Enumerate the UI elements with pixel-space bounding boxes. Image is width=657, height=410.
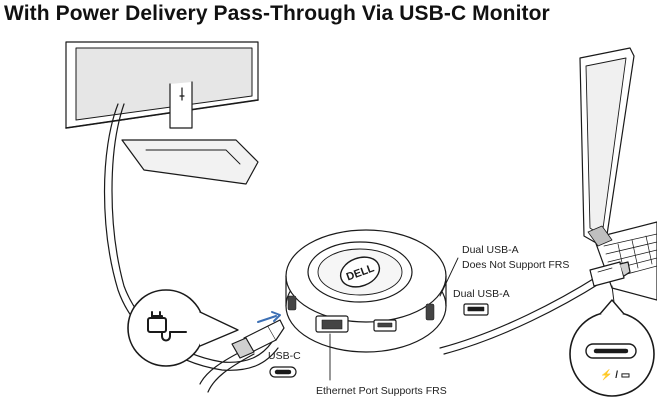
laptop-usb-c-plug <box>589 261 631 287</box>
usb-c-label: USB-C <box>268 350 301 362</box>
laptop-icon <box>579 47 657 301</box>
dual-usb-a-top-label: Dual USB-A Does Not Support FRS <box>462 243 569 273</box>
dual-usb-a-side-label: Dual USB-A <box>453 288 510 300</box>
dual-usb-a-line2: Does Not Support FRS <box>462 259 570 271</box>
page-title: With Power Delivery Pass-Through Via USB… <box>4 2 550 25</box>
monitor-icon <box>65 41 259 185</box>
dell-logo: DELL <box>339 256 381 288</box>
svg-text:⚡ / ▭: ⚡ / ▭ <box>600 368 630 381</box>
power-plug-icon <box>127 289 239 367</box>
dual-usb-a-line1: Dual USB-A <box>462 244 519 256</box>
dock-icon <box>285 229 447 353</box>
power-delivery-icon: ⚡ / ▭ <box>569 299 655 397</box>
insert-arrow <box>257 315 277 323</box>
ethernet-port-label: Ethernet Port Supports FRS <box>316 385 447 397</box>
usb-c-plug <box>231 319 285 359</box>
